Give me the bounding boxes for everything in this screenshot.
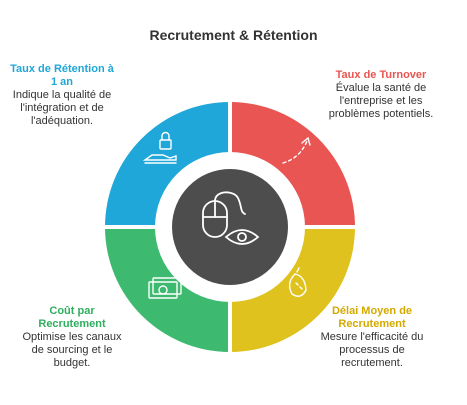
label-delai: Délai Moyen de Recrutement Mesure l'effi… xyxy=(320,305,424,370)
center-circle xyxy=(172,169,288,285)
banknote-icon xyxy=(148,277,182,299)
label-turnover: Taux de Turnover Évalue la santé de l'en… xyxy=(326,69,436,121)
lock-hand-icon xyxy=(142,131,177,164)
text-delai: Mesure l'efficacité du processus de recr… xyxy=(320,331,424,369)
label-retention: Taux de Rétention à 1 an Indique la qual… xyxy=(8,63,116,128)
quadrant-turnover xyxy=(230,102,355,227)
heading-retention: Taux de Rétention à 1 an xyxy=(10,63,114,88)
stopwatch-icon xyxy=(288,267,307,297)
page-title: Recrutement & Rétention xyxy=(149,27,318,43)
text-cout: Optimise les canaux de sourcing et le bu… xyxy=(22,331,122,369)
heading-cout: Coût par Recrutement xyxy=(38,305,106,330)
label-cout: Coût par Recrutement Optimise les canaux… xyxy=(22,305,122,370)
mouse-eye-icon xyxy=(202,191,260,245)
text-turnover: Évalue la santé de l'entreprise et les p… xyxy=(328,82,434,120)
quadrant-retention xyxy=(105,102,230,227)
text-retention: Indique la qualité de l'intégration et d… xyxy=(12,89,112,127)
heading-turnover: Taux de Turnover xyxy=(335,69,427,81)
trend-arrow-icon xyxy=(282,136,311,164)
heading-delai: Délai Moyen de Recrutement xyxy=(331,305,413,330)
quadrant-delai xyxy=(230,227,355,352)
